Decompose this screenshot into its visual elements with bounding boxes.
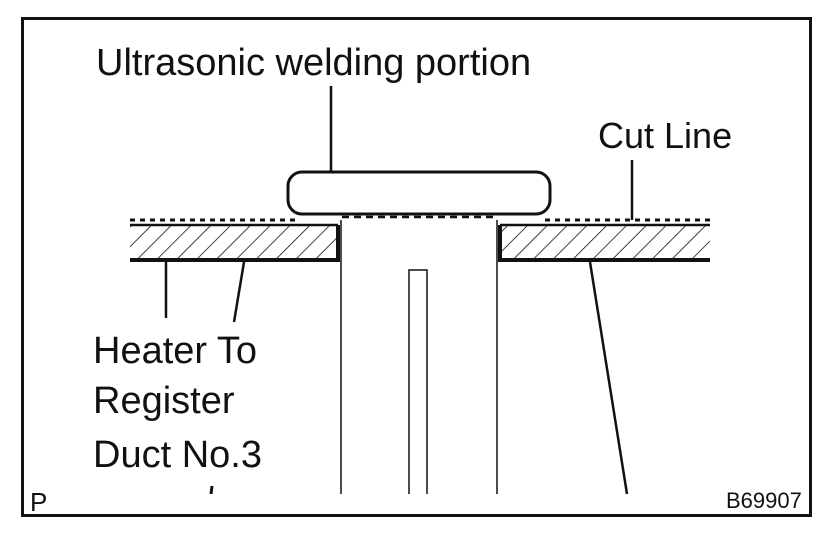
welding-portion-label: Ultrasonic welding portion <box>96 42 532 84</box>
figure-border <box>21 17 812 517</box>
part-name-line-3: Duct No.3 <box>93 434 262 476</box>
leader-part-3 <box>588 261 629 495</box>
duct-inner-slot <box>408 269 428 494</box>
corner-mark: P <box>30 487 48 517</box>
part-name-line-2: Register <box>93 380 235 422</box>
small-tick-mark <box>209 485 214 495</box>
left-flange-bottom-edge <box>130 225 340 262</box>
part-name-line-1: Heater To <box>93 330 258 372</box>
cut-line-label: Cut Line <box>598 115 733 156</box>
figure-code: B69907 <box>726 488 802 513</box>
right-flange <box>500 225 710 260</box>
right-flange-bottom-edge <box>498 225 710 262</box>
leader-part-2 <box>232 261 246 323</box>
left-flange <box>130 225 338 260</box>
ultrasonic-welding-boss <box>286 170 552 216</box>
